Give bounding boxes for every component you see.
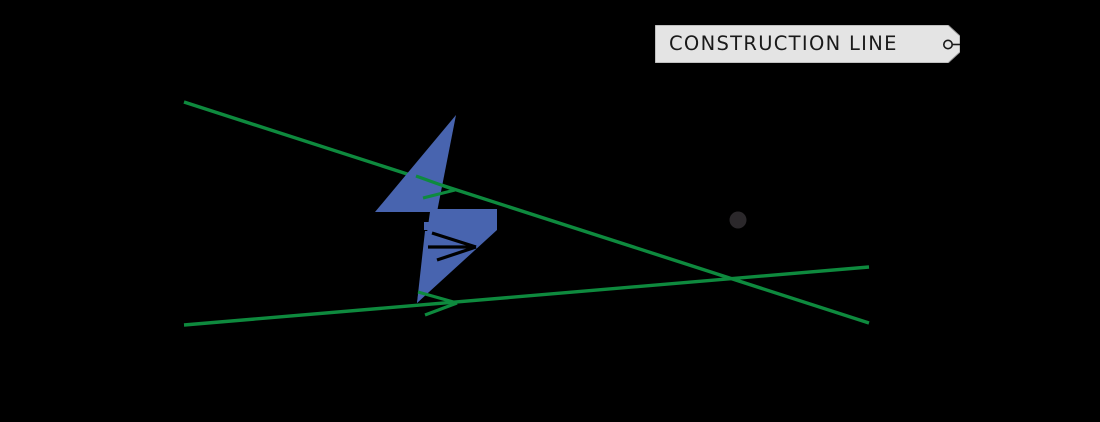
upper-arrow-barb-top — [415, 174, 456, 192]
cursor-point-marker[interactable] — [729, 211, 747, 229]
lower-construction-line[interactable] — [183, 265, 870, 327]
lower-line-arrow-marker — [417, 290, 458, 317]
tooltip-label-text: CONSTRUCTION LINE — [669, 32, 898, 55]
tooltip-bevel-path — [655, 25, 960, 63]
upper-line-arrow-marker — [415, 174, 456, 200]
circle-handle-icon[interactable] — [942, 39, 953, 50]
lower-arrow-barb-bottom — [424, 301, 458, 317]
black-direction-arrow-group[interactable] — [428, 231, 477, 262]
lower-arrow-barb-top — [417, 290, 458, 305]
upper-construction-line[interactable] — [183, 100, 870, 325]
black-arrow-head-lower — [436, 245, 477, 262]
upper-arrow-barb-bottom — [422, 188, 456, 200]
tooltip-background-shape — [655, 25, 960, 63]
black-arrow-head-upper — [431, 231, 477, 249]
upper-triangle-shape[interactable] — [375, 115, 456, 212]
construction-line-tooltip[interactable]: CONSTRUCTION LINE — [655, 25, 960, 63]
construction-lines-group[interactable] — [183, 100, 870, 327]
